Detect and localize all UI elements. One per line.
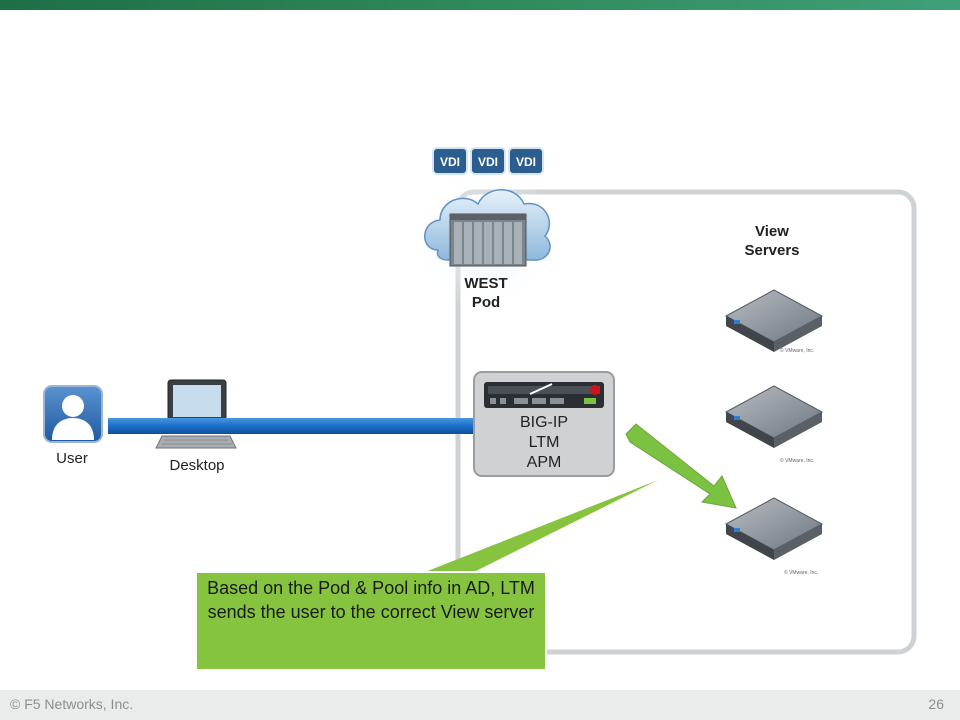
callout-bubble	[195, 480, 658, 671]
top-accent-bar	[0, 0, 960, 10]
footer-copyright: © F5 Networks, Inc.	[10, 696, 134, 712]
footer-bar	[0, 690, 960, 720]
view-server-1-icon	[724, 289, 824, 352]
view-server-2-icon	[724, 385, 824, 448]
bigip-label-line2: LTM	[528, 434, 560, 451]
pod-label: WEST Pod	[438, 274, 534, 312]
view-servers-line2: Servers	[744, 242, 800, 259]
vdi-badge-2-label: VDI	[478, 155, 498, 169]
vdi-badge-3-label: VDI	[516, 155, 536, 169]
cloud-datacenter-icon	[424, 189, 551, 267]
desktop-icon	[155, 379, 237, 449]
bigip-label: BIG-IP LTM APM	[484, 413, 604, 473]
view-servers-label: View Servers	[724, 222, 820, 260]
callout-text: Based on the Pod & Pool info in AD, LTM …	[207, 578, 535, 622]
server-3-watermark: © VMware, Inc.	[784, 569, 818, 576]
server-1-watermark: © VMware, Inc.	[780, 347, 814, 354]
vdi-badge-2	[470, 147, 506, 175]
view-servers-line1: View	[755, 223, 789, 240]
ltm-to-server-arrow	[625, 423, 737, 509]
view-server-3-icon	[724, 497, 824, 560]
pod-label-line1: WEST	[464, 275, 508, 292]
vdi-badge-1-label: VDI	[440, 155, 460, 169]
vdi-badge-3	[508, 147, 544, 175]
vdi-badges: VDI VDI VDI	[432, 147, 544, 175]
user-label: User	[56, 450, 88, 467]
bigip-device-icon	[473, 371, 615, 477]
vdi-badge-1	[432, 147, 468, 175]
bigip-label-line3: APM	[526, 454, 562, 471]
server-2-watermark: © VMware, Inc.	[780, 457, 814, 464]
pod-label-line2: Pod	[471, 294, 501, 311]
user-icon	[43, 385, 103, 443]
bigip-label-line1: BIG-IP	[519, 414, 568, 431]
desktop-label: Desktop	[169, 457, 225, 474]
page-number: 26	[928, 696, 944, 712]
callout-box	[195, 571, 547, 671]
